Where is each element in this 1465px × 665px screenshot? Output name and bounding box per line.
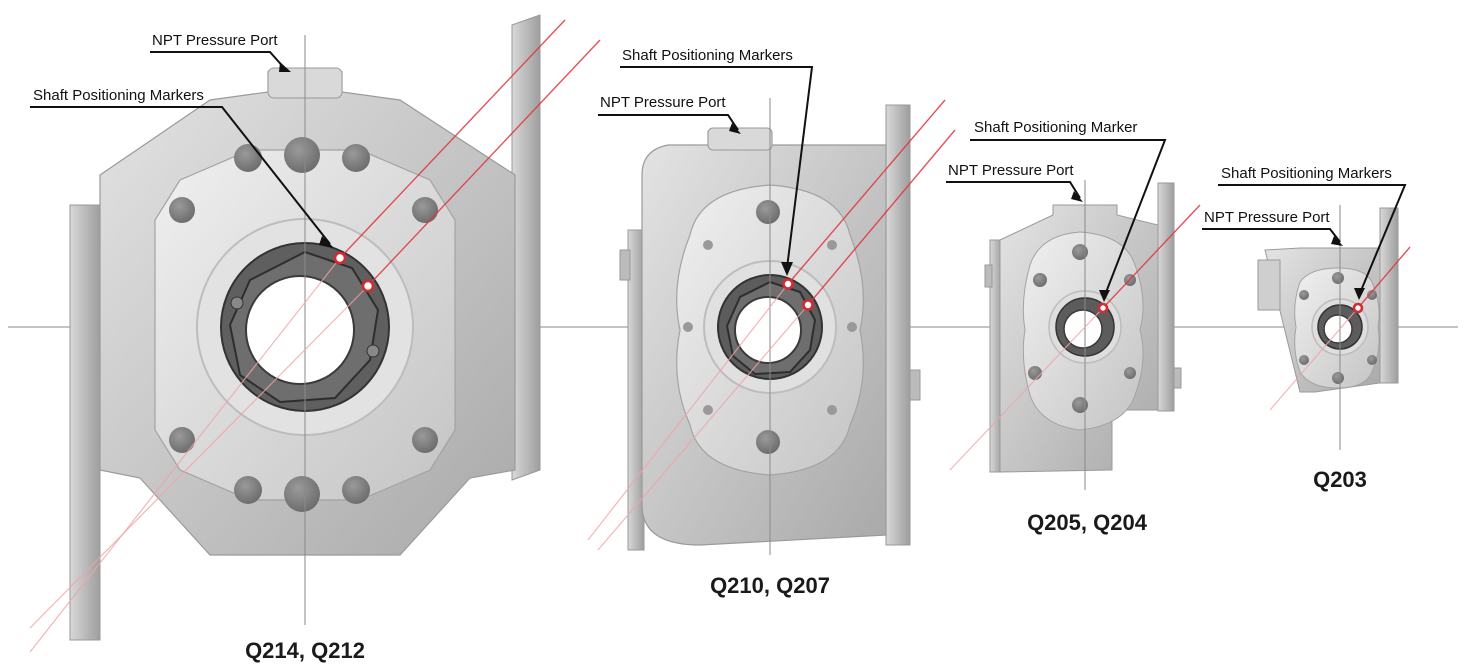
guide-line <box>1357 246 1411 309</box>
mounting-flange-right <box>1379 207 1399 384</box>
guide-line <box>1269 307 1359 411</box>
label-shaft-positioning-markers: Shaft Positioning Markers <box>1221 165 1392 182</box>
callout-leader-port <box>150 51 287 71</box>
shaft-bore <box>245 275 355 385</box>
shaft-positioning-marker <box>782 278 794 290</box>
callout-leader-port <box>598 114 739 131</box>
mounting-flange-right <box>511 14 541 481</box>
label-npt-pressure-port: NPT Pressure Port <box>152 32 278 49</box>
bolt-holes <box>683 200 857 454</box>
guide-line <box>29 285 369 629</box>
guide-line <box>1102 204 1201 309</box>
callout-leader-port <box>1202 228 1341 243</box>
shaft-bore <box>1323 314 1353 344</box>
guide-line <box>787 99 946 285</box>
label-npt-pressure-port: NPT Pressure Port <box>600 94 726 111</box>
shaft-positioning-marker <box>361 279 375 293</box>
unit-caption: Q214, Q212 <box>245 638 365 663</box>
label-npt-pressure-port: NPT Pressure Port <box>948 162 1074 179</box>
callout-leader-port <box>946 181 1081 199</box>
guide-line <box>949 307 1104 471</box>
unit-q203: Shaft Positioning Markers NPT Pressure P… <box>1202 165 1411 492</box>
bolt-holes <box>1028 244 1136 413</box>
mounting-flange-right <box>1157 182 1175 412</box>
shaft-positioning-marker <box>333 251 347 265</box>
unit-caption: Q205, Q204 <box>1027 510 1148 535</box>
callout-leader-shaft <box>30 106 331 245</box>
label-npt-pressure-port: NPT Pressure Port <box>1204 209 1330 226</box>
shaft-positioning-marker <box>1352 302 1364 314</box>
guide-line <box>29 257 341 653</box>
unit-q210-q207: Shaft Positioning Markers NPT Pressure P… <box>587 47 956 598</box>
label-shaft-positioning-markers: Shaft Positioning Markers <box>33 87 204 104</box>
callout-leader-shaft <box>1218 184 1407 294</box>
label-shaft-positioning-marker: Shaft Positioning Marker <box>974 119 1137 136</box>
callout-leader-shaft <box>620 66 814 269</box>
bolt-holes <box>1299 272 1377 384</box>
callout-leader-shaft <box>970 139 1167 296</box>
guide-line <box>367 39 601 287</box>
mounting-flange-right <box>885 104 911 546</box>
guide-line <box>807 129 956 306</box>
unit-q205-q204: Shaft Positioning Marker NPT Pressure Po… <box>946 119 1201 535</box>
guide-line <box>587 283 789 541</box>
unit-caption: Q210, Q207 <box>710 573 830 598</box>
shaft-positioning-marker <box>802 299 814 311</box>
guide-line <box>597 304 809 551</box>
bolt-holes <box>169 137 438 512</box>
unit-caption: Q203 <box>1313 467 1367 492</box>
npt-pressure-port-boss <box>707 127 773 151</box>
mounting-flange-left <box>69 204 101 641</box>
shaft-positioning-marker <box>1097 302 1109 314</box>
unit-q214-q212: NPT Pressure Port Shaft Positioning Mark… <box>29 14 601 663</box>
guide-line <box>339 19 566 259</box>
label-shaft-positioning-markers: Shaft Positioning Markers <box>622 47 793 64</box>
shaft-bore <box>734 296 802 364</box>
